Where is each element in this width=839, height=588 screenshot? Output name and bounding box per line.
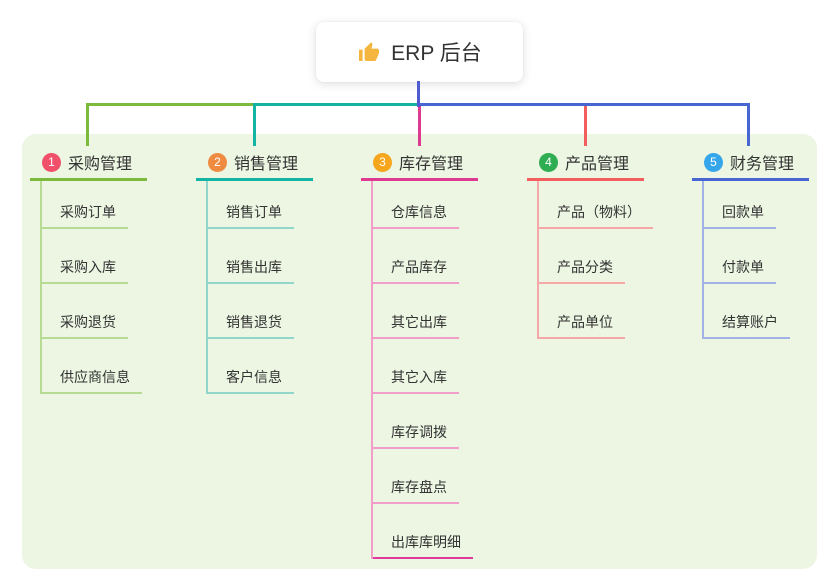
child-node[interactable]: 结算账户 <box>704 284 790 339</box>
child-label: 产品分类 <box>557 259 613 275</box>
child-label: 客户信息 <box>226 369 282 385</box>
root-connector-line <box>417 81 420 107</box>
branch-title[interactable]: 3 库存管理 <box>361 146 478 181</box>
branch-column: 3 库存管理 仓库信息产品库存其它出库其它入库库存调拨库存盘点出库库明细 <box>361 146 478 559</box>
branch-column: 1 采购管理 采购订单采购入库采购退货供应商信息 <box>30 146 147 394</box>
child-node[interactable]: 供应商信息 <box>42 339 142 394</box>
branch-children: 采购订单采购入库采购退货供应商信息 <box>40 181 142 394</box>
branch-connector-horizontal <box>418 103 587 106</box>
thumbs-up-icon <box>357 40 381 64</box>
child-label: 产品（物料） <box>557 204 641 220</box>
root-title: ERP 后台 <box>391 42 482 65</box>
child-label: 采购订单 <box>60 204 116 220</box>
child-node[interactable]: 销售退货 <box>208 284 294 339</box>
child-label: 结算账户 <box>722 314 778 330</box>
child-node[interactable]: 产品单位 <box>539 284 625 339</box>
branch-children: 销售订单销售出库销售退货客户信息 <box>206 181 294 394</box>
branch-title[interactable]: 1 采购管理 <box>30 146 147 181</box>
child-node[interactable]: 采购退货 <box>42 284 128 339</box>
branch-number-badge: 4 <box>539 152 558 172</box>
branch-children: 回款单付款单结算账户 <box>702 181 790 339</box>
child-node[interactable]: 库存盘点 <box>373 449 459 504</box>
branch-connector-horizontal <box>86 103 421 106</box>
child-node[interactable]: 仓库信息 <box>373 181 459 229</box>
root-node[interactable]: ERP 后台 <box>316 22 523 82</box>
branch-title[interactable]: 2 销售管理 <box>196 146 313 181</box>
branch-number-badge: 3 <box>373 152 392 172</box>
child-node[interactable]: 产品分类 <box>539 229 625 284</box>
child-node[interactable]: 销售订单 <box>208 181 294 229</box>
child-node[interactable]: 采购订单 <box>42 181 128 229</box>
child-label: 产品单位 <box>557 314 613 330</box>
child-label: 销售出库 <box>226 259 282 275</box>
child-label: 销售订单 <box>226 204 282 220</box>
child-label: 产品库存 <box>391 259 447 275</box>
branch-title[interactable]: 4 产品管理 <box>527 146 644 181</box>
child-node[interactable]: 产品库存 <box>373 229 459 284</box>
child-label: 库存盘点 <box>391 479 447 495</box>
child-label: 供应商信息 <box>60 369 130 385</box>
mindmap-panel: 1 采购管理 采购订单采购入库采购退货供应商信息 2 销售管理 销售订单销售出库… <box>22 134 817 569</box>
child-label: 出库库明细 <box>391 534 461 550</box>
child-node[interactable]: 回款单 <box>704 181 776 229</box>
child-node[interactable]: 付款单 <box>704 229 776 284</box>
child-label: 其它出库 <box>391 314 447 330</box>
branch-label: 财务管理 <box>730 156 795 173</box>
child-label: 付款单 <box>722 259 764 275</box>
branch-number-badge: 1 <box>42 152 61 172</box>
branch-label: 产品管理 <box>565 156 630 173</box>
child-label: 库存调拨 <box>391 424 447 440</box>
child-node[interactable]: 客户信息 <box>208 339 294 394</box>
branch-label: 库存管理 <box>399 156 464 173</box>
branch-title[interactable]: 5 财务管理 <box>692 146 809 181</box>
child-node[interactable]: 库存调拨 <box>373 394 459 449</box>
branch-connector-horizontal <box>253 103 421 106</box>
branch-number-badge: 5 <box>704 152 723 172</box>
child-label: 采购入库 <box>60 259 116 275</box>
child-label: 仓库信息 <box>391 204 447 220</box>
child-label: 其它入库 <box>391 369 447 385</box>
child-node[interactable]: 采购入库 <box>42 229 128 284</box>
branch-column: 2 销售管理 销售订单销售出库销售退货客户信息 <box>196 146 313 394</box>
child-node[interactable]: 出库库明细 <box>373 504 473 559</box>
child-label: 销售退货 <box>226 314 282 330</box>
branch-children: 产品（物料） 产品分类产品单位 <box>537 181 653 339</box>
branch-label: 采购管理 <box>68 156 133 173</box>
child-node[interactable]: 其它出库 <box>373 284 459 339</box>
branch-column: 5 财务管理 回款单付款单结算账户 <box>692 146 809 339</box>
child-label: 回款单 <box>722 204 764 220</box>
branch-connector-horizontal <box>418 103 750 106</box>
branch-column: 4 产品管理 产品（物料） 产品分类产品单位 <box>527 146 653 339</box>
branch-children: 仓库信息产品库存其它出库其它入库库存调拨库存盘点出库库明细 <box>371 181 473 559</box>
child-node[interactable]: 其它入库 <box>373 339 459 394</box>
child-label: 采购退货 <box>60 314 116 330</box>
branch-number-badge: 2 <box>208 152 227 172</box>
branch-label: 销售管理 <box>234 156 299 173</box>
child-node[interactable]: 产品（物料） <box>539 181 653 229</box>
child-node[interactable]: 销售出库 <box>208 229 294 284</box>
